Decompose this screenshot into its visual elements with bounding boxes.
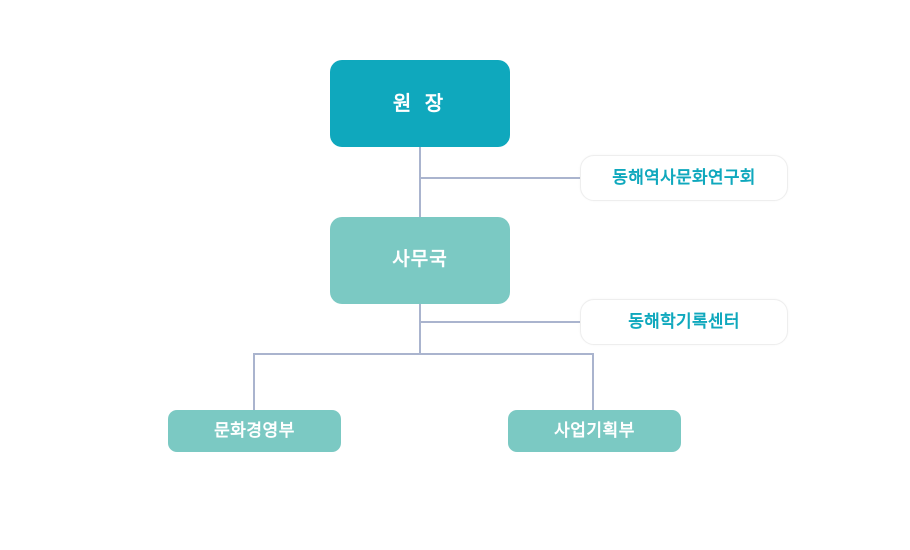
org-node-culture-management-label: 문화경영부 xyxy=(214,420,295,440)
connector-bus-to-business-planning xyxy=(592,353,594,410)
connector-bus-to-culture-management xyxy=(253,353,255,410)
org-node-culture-management[interactable]: 문화경영부 xyxy=(168,410,341,452)
org-node-director[interactable]: 원 장 xyxy=(330,60,510,147)
connector-root-to-research-society xyxy=(419,177,580,179)
org-node-archive-center-label: 동해학기록센터 xyxy=(628,311,740,331)
org-node-secretariat[interactable]: 사무국 xyxy=(330,217,510,304)
org-node-secretariat-label: 사무국 xyxy=(392,249,448,271)
connector-secretariat-stem xyxy=(419,304,421,355)
org-node-research-society-label: 동해역사문화연구회 xyxy=(612,167,756,187)
org-node-research-society[interactable]: 동해역사문화연구회 xyxy=(580,155,788,201)
org-node-business-planning[interactable]: 사업기획부 xyxy=(508,410,681,452)
org-node-archive-center[interactable]: 동해학기록센터 xyxy=(580,299,788,345)
connector-secretariat-to-archive-center xyxy=(419,321,580,323)
org-node-business-planning-label: 사업기획부 xyxy=(554,420,635,440)
connector-root-to-secretariat xyxy=(419,147,421,217)
org-node-director-label: 원 장 xyxy=(392,92,448,115)
connector-department-bus xyxy=(253,353,594,355)
